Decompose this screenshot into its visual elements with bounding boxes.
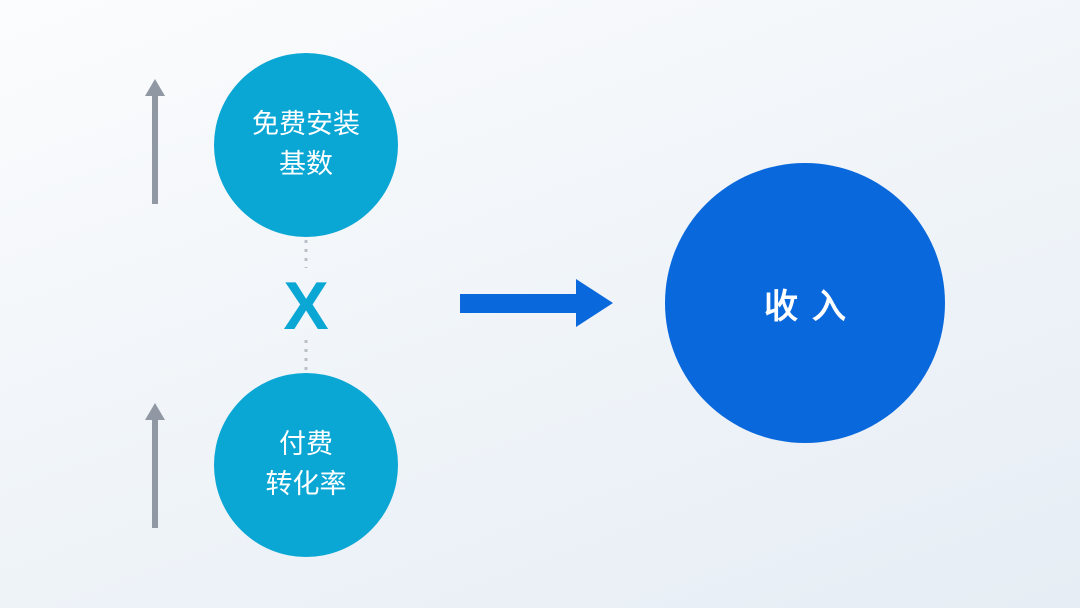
factor-bottom-line1: 付费 xyxy=(279,429,333,460)
up-arrow-icon-bottom xyxy=(145,403,165,528)
result-label: 收入 xyxy=(764,286,860,327)
factor-top-line1: 免费安装 xyxy=(252,109,360,140)
factor-top-line2: 基数 xyxy=(279,149,333,180)
multiply-operator: X xyxy=(283,268,329,344)
right-arrow-icon xyxy=(460,279,613,327)
factor-conversion-rate: 付费 转化率 xyxy=(214,373,398,557)
result-revenue: 收入 xyxy=(665,163,945,443)
up-arrow-icon-top xyxy=(145,79,165,204)
factor-install-base: 免费安装 基数 xyxy=(214,53,398,237)
factor-bottom-line2: 转化率 xyxy=(265,469,347,500)
